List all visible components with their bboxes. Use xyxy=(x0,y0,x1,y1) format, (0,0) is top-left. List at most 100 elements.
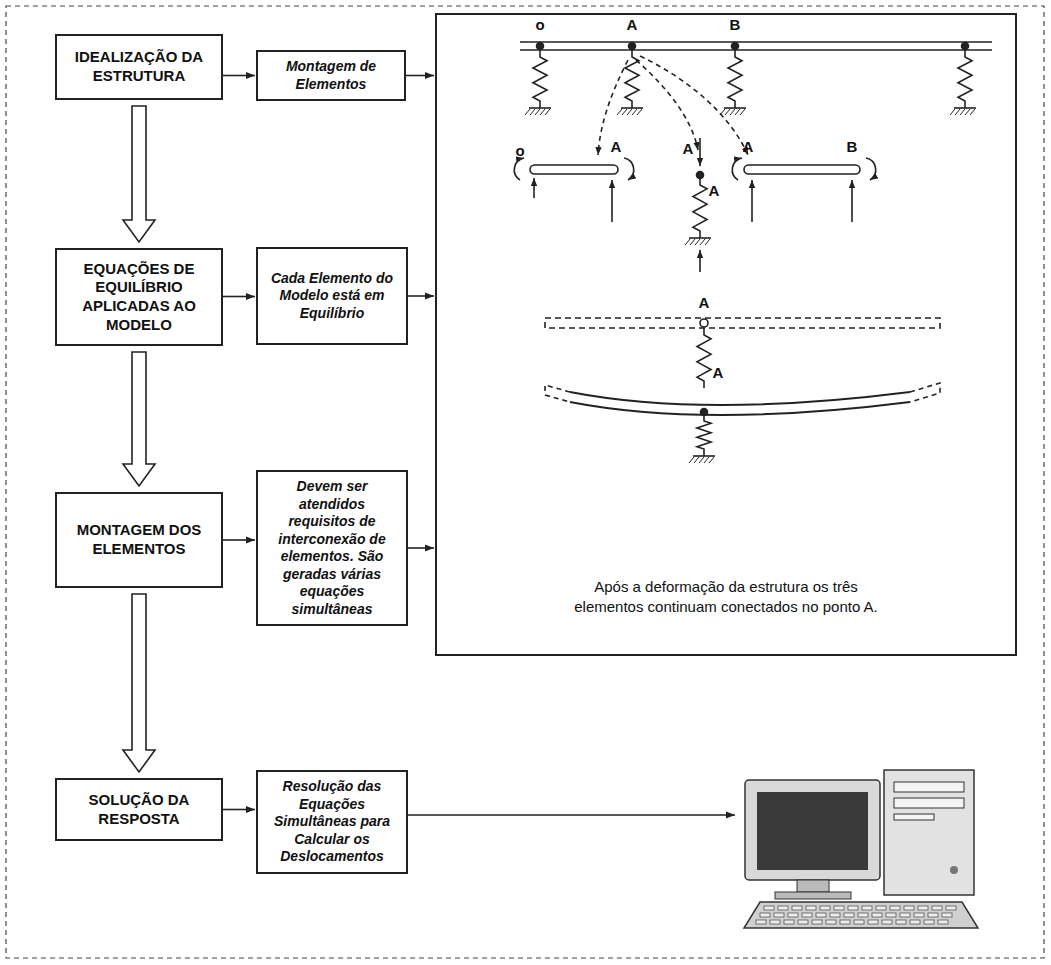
structure-illustration xyxy=(514,42,992,463)
ground-symbol xyxy=(724,107,746,109)
point-label: o xyxy=(515,143,524,158)
hinge-dot xyxy=(629,43,636,50)
flow-arrow xyxy=(408,547,434,549)
force-arrow xyxy=(751,180,753,222)
key xyxy=(872,913,882,917)
moment-arrow xyxy=(514,158,524,180)
ground-hatch xyxy=(689,457,694,463)
beam-element xyxy=(530,165,618,174)
ground-hatch xyxy=(725,109,730,115)
ground-hatch xyxy=(720,109,725,115)
spring-symbol xyxy=(533,50,547,108)
ground-hatch xyxy=(695,239,700,245)
monitor-stand xyxy=(797,880,829,892)
spring-symbol xyxy=(697,414,711,456)
deformed-beam-end xyxy=(545,385,570,402)
key xyxy=(834,906,844,910)
key xyxy=(840,920,850,924)
point-label: A xyxy=(683,141,694,156)
spring-symbol xyxy=(625,50,639,108)
key xyxy=(938,920,948,924)
ground-hatch xyxy=(545,109,550,115)
key xyxy=(882,920,892,924)
key xyxy=(918,906,928,910)
key xyxy=(876,906,886,910)
ground-hatch xyxy=(622,109,627,115)
box-text: EQUAÇÕES DE EQUILÍBRIO APLICADAS AO MODE… xyxy=(65,260,213,335)
ground-symbol xyxy=(529,107,551,109)
deformed-beam xyxy=(570,392,910,405)
box-text: Cada Elemento do Modelo está em Equilíbr… xyxy=(265,270,399,323)
box-text: Montagem de Elementos xyxy=(265,58,397,93)
point-label: B xyxy=(730,17,741,32)
flow-arrow xyxy=(406,75,434,77)
key xyxy=(816,913,826,917)
key xyxy=(802,913,812,917)
step-box: MONTAGEM DOS ELEMENTOS xyxy=(55,492,223,588)
flow-arrow xyxy=(223,809,255,811)
step-box: EQUAÇÕES DE EQUILÍBRIO APLICADAS AO MODE… xyxy=(55,248,223,346)
key xyxy=(844,913,854,917)
key xyxy=(784,920,794,924)
ground-hatch xyxy=(694,457,699,463)
ground-hatch xyxy=(730,109,735,115)
key xyxy=(826,920,836,924)
point-label: A xyxy=(743,139,754,154)
key xyxy=(900,913,910,917)
box-text: SOLUÇÃO DA RESPOSTA xyxy=(65,791,213,829)
spring-symbol xyxy=(728,50,742,108)
hollow-flow-arrow xyxy=(123,352,155,486)
ground-symbol xyxy=(693,455,715,457)
hinge-dot xyxy=(962,43,969,50)
spring-symbol xyxy=(697,328,711,388)
force-arrow xyxy=(851,180,853,222)
box-text: IDEALIZAÇÃO DA ESTRUTURA xyxy=(65,48,213,86)
ground-hatch xyxy=(637,109,642,115)
key xyxy=(806,906,816,910)
key xyxy=(854,920,864,924)
beam-line xyxy=(520,49,992,51)
key xyxy=(770,920,780,924)
ground-hatch xyxy=(700,239,705,245)
keyboard-keys xyxy=(756,906,956,924)
point-label: A xyxy=(713,365,724,380)
monitor xyxy=(745,780,880,880)
key xyxy=(904,906,914,910)
dashed-arrow xyxy=(636,60,698,150)
ground-hatch xyxy=(740,109,745,115)
key xyxy=(910,920,920,924)
ground-hatch xyxy=(617,109,622,115)
key xyxy=(820,906,830,910)
computer-illustration xyxy=(405,770,978,928)
deformed-beam-end xyxy=(910,383,940,402)
ground-hatch xyxy=(685,239,690,245)
joint-circle xyxy=(700,319,708,327)
step-box: IDEALIZAÇÃO DA ESTRUTURA xyxy=(55,34,223,100)
ground-symbol xyxy=(621,107,643,109)
point-label: B xyxy=(847,139,858,154)
ground-hatch xyxy=(960,109,965,115)
keyboard xyxy=(744,902,978,928)
ground-hatch xyxy=(632,109,637,115)
hinge-dot xyxy=(732,43,739,50)
ground-symbol xyxy=(689,237,711,239)
key xyxy=(932,906,942,910)
beam-element xyxy=(744,165,860,174)
ground-hatch xyxy=(627,109,632,115)
box-text: Devem ser atendidos requisitos de interc… xyxy=(265,478,399,618)
power-button xyxy=(950,866,958,874)
key xyxy=(848,906,858,910)
dashed-frame xyxy=(6,6,1044,958)
key xyxy=(798,920,808,924)
key xyxy=(756,920,766,924)
ground-hatch xyxy=(530,109,535,115)
key xyxy=(896,920,906,924)
key xyxy=(830,913,840,917)
moment-arrow xyxy=(866,158,876,180)
note-box: Montagem de Elementos xyxy=(256,50,406,101)
step-box: SOLUÇÃO DA RESPOSTA xyxy=(55,778,223,841)
key xyxy=(946,906,956,910)
key xyxy=(886,913,896,917)
key xyxy=(858,913,868,917)
